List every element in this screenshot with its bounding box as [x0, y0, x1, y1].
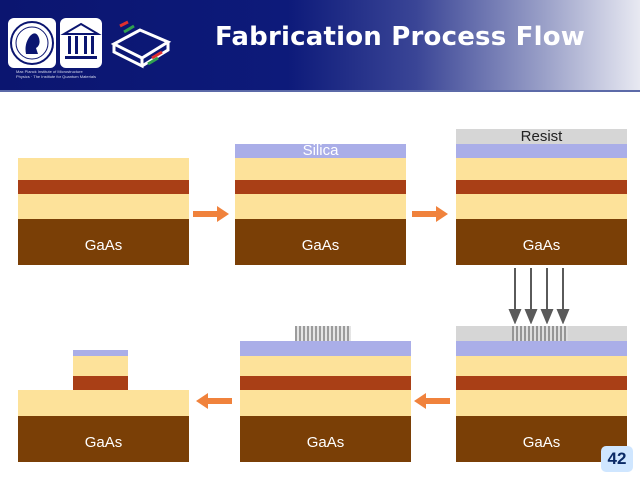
process-arrow-icon	[412, 206, 448, 222]
substrate-label: GaAs	[301, 237, 340, 254]
slide-title: Fabrication Process Flow	[215, 22, 585, 52]
silica-layer	[456, 144, 627, 158]
substrate-label: GaAs	[84, 434, 123, 451]
process-arrow-icon	[196, 393, 232, 409]
algaas-top-layer	[73, 356, 128, 376]
algaas-top-layer	[240, 356, 411, 376]
algaas-bottom-layer	[18, 390, 189, 416]
gaas-active-layer	[73, 376, 128, 390]
algaas-top-layer	[18, 158, 189, 180]
resist-layer	[456, 129, 627, 144]
gaas-active-layer	[235, 180, 406, 194]
substrate-label: GaAs	[306, 434, 345, 451]
resist-label: Resist	[520, 128, 563, 145]
algaas-top-layer	[456, 356, 627, 376]
process-arrow-icon	[414, 393, 450, 409]
substrate-label: GaAs	[522, 237, 561, 254]
exposed-resist-pattern	[512, 326, 568, 341]
algaas-bottom-layer	[456, 194, 627, 219]
algaas-bottom-layer	[235, 194, 406, 219]
gaas-active-layer	[240, 376, 411, 390]
header-banner: Max Planck Institute of Microstructure P…	[0, 0, 640, 92]
algaas-top-layer	[456, 158, 627, 180]
gaas-active-layer	[456, 180, 627, 194]
gaas-active-layer	[456, 376, 627, 390]
algaas-bottom-layer	[456, 390, 627, 416]
substrate-label: GaAs	[84, 237, 123, 254]
gaas-substrate	[235, 219, 406, 265]
algaas-bottom-layer	[18, 194, 189, 219]
silica-layer	[456, 341, 627, 356]
silica-label: Silica	[302, 142, 339, 159]
page-number-badge: 42	[601, 446, 633, 472]
silica-layer	[240, 341, 411, 356]
gaas-substrate	[456, 416, 627, 462]
max-planck-logo	[8, 18, 56, 68]
silica-layer	[235, 144, 406, 158]
gaas-substrate	[456, 219, 627, 265]
algaas-bottom-layer	[240, 390, 411, 416]
device-logo	[108, 14, 174, 74]
gaas-active-layer	[18, 180, 189, 194]
exposure-arrows-icon	[508, 268, 570, 324]
silica-mask-remnant	[73, 350, 128, 356]
process-arrow-icon	[193, 206, 229, 222]
gaas-substrate	[18, 219, 189, 265]
university-logo	[60, 18, 102, 68]
logo-caption: Max Planck Institute of Microstructure P…	[16, 69, 96, 79]
gaas-substrate	[18, 416, 189, 462]
gaas-substrate	[240, 416, 411, 462]
substrate-label: GaAs	[522, 434, 561, 451]
resist-mask-pattern	[295, 326, 351, 341]
algaas-top-layer	[235, 158, 406, 180]
